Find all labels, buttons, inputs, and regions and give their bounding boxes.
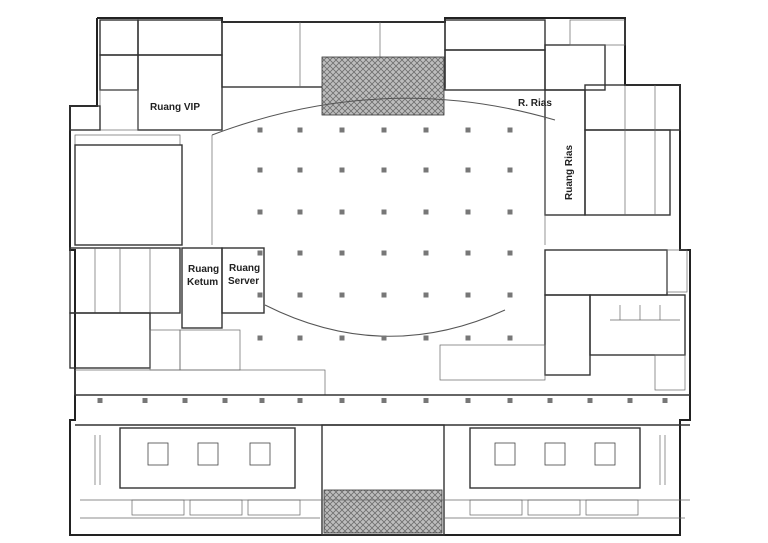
column (297, 292, 303, 298)
column (465, 127, 471, 133)
stage-area (321, 56, 445, 116)
room-label-ketum-line2: Ketum (187, 277, 218, 288)
room-label-server-line1: Ruang (229, 263, 260, 274)
column (259, 398, 265, 403)
column (222, 398, 228, 403)
structural-columns (97, 127, 668, 403)
column (423, 335, 429, 341)
column (339, 335, 345, 341)
column (257, 335, 263, 341)
column (297, 398, 303, 403)
column (339, 127, 345, 133)
column (257, 209, 263, 215)
column (297, 127, 303, 133)
column (381, 209, 387, 215)
column (257, 250, 263, 256)
room-label-server-line2: Server (228, 276, 259, 287)
room-label-rias-small: R. Rias (518, 98, 552, 109)
column (507, 209, 513, 215)
column (423, 209, 429, 215)
column (339, 250, 345, 256)
column (507, 250, 513, 256)
column (465, 398, 471, 403)
column (465, 250, 471, 256)
column (381, 167, 387, 173)
column (339, 398, 345, 403)
column (297, 209, 303, 215)
column (257, 167, 263, 173)
column (381, 250, 387, 256)
column (257, 127, 263, 133)
column (465, 209, 471, 215)
column (97, 398, 103, 403)
room-label-ketum-line1: Ruang (188, 264, 219, 275)
column (465, 292, 471, 298)
column (339, 292, 345, 298)
column (587, 398, 593, 403)
column (423, 250, 429, 256)
column (662, 398, 668, 403)
column (423, 127, 429, 133)
column (507, 127, 513, 133)
lower-block (75, 394, 690, 536)
column (297, 250, 303, 256)
room-label-vip: Ruang VIP (150, 102, 200, 113)
right-service-area (439, 84, 688, 391)
column (507, 398, 513, 403)
column (627, 398, 633, 403)
column (182, 398, 188, 403)
column (339, 167, 345, 173)
column (381, 335, 387, 341)
column (423, 292, 429, 298)
column (297, 167, 303, 173)
column (423, 398, 429, 403)
column (339, 209, 345, 215)
column (381, 127, 387, 133)
left-service-area (69, 105, 326, 396)
column (547, 398, 553, 403)
column (507, 335, 513, 341)
column (297, 335, 303, 341)
room-label-rias: Ruang Rias (564, 145, 575, 200)
column (465, 167, 471, 173)
column (257, 292, 263, 298)
column (507, 292, 513, 298)
column (507, 167, 513, 173)
column (423, 167, 429, 173)
column (465, 335, 471, 341)
column (381, 398, 387, 403)
column (381, 292, 387, 298)
column (142, 398, 148, 403)
